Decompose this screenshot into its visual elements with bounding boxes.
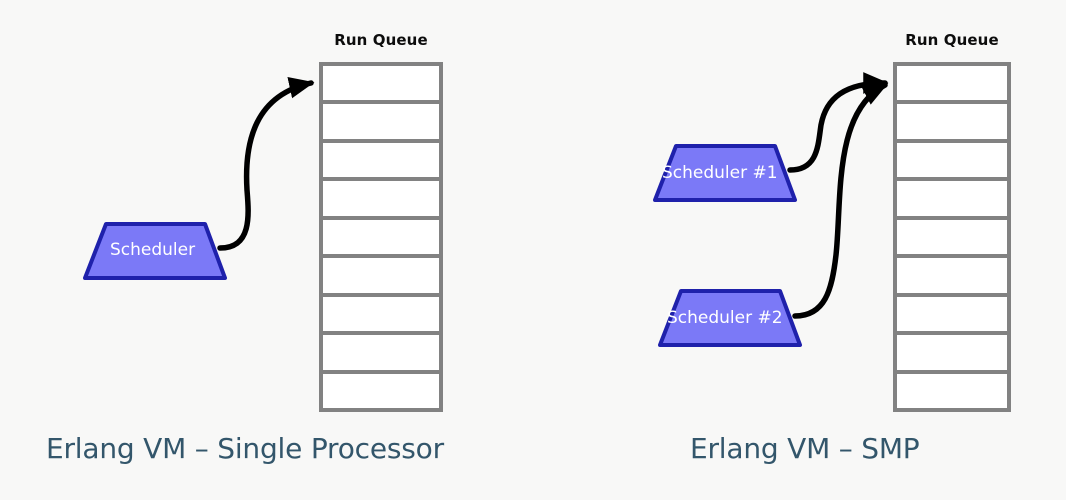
run-queue-right (893, 62, 1011, 412)
run-queue-right-cell-6 (897, 258, 1007, 293)
arrow-scheduler-to-queue-left (217, 77, 315, 251)
run-queue-title-right: Run Queue (905, 31, 999, 49)
run-queue-left-cell-7 (323, 296, 439, 332)
arrow-scheduler1-to-queue (787, 72, 889, 173)
run-queue-right-cell-7 (897, 296, 1007, 332)
arrow-scheduler2-to-queue (792, 82, 889, 319)
scheduler-single-shape[interactable] (83, 222, 227, 280)
run-queue-left-cell-4 (323, 181, 439, 216)
caption-single-processor: Erlang VM – Single Processor (46, 432, 444, 465)
run-queue-right-cell-4 (897, 181, 1007, 216)
run-queue-right-cell-1 (897, 66, 1007, 101)
run-queue-right-cell-2 (897, 104, 1007, 139)
run-queue-right-cell-5 (897, 219, 1007, 255)
run-queue-left-cell-8 (323, 335, 439, 370)
scheduler-2-shape[interactable] (658, 289, 802, 347)
scheduler-1-shape[interactable] (653, 144, 797, 202)
run-queue-right-cell-8 (897, 335, 1007, 370)
run-queue-left-cell-5 (323, 219, 439, 255)
run-queue-left-cell-1 (323, 66, 439, 101)
run-queue-title-left: Run Queue (334, 31, 428, 49)
caption-smp: Erlang VM – SMP (690, 432, 920, 465)
run-queue-right-cell-9 (897, 373, 1007, 408)
run-queue-left-cell-6 (323, 258, 439, 293)
run-queue-right-cell-3 (897, 142, 1007, 178)
run-queue-left (319, 62, 443, 412)
run-queue-left-cell-3 (323, 142, 439, 178)
run-queue-left-cell-2 (323, 104, 439, 139)
run-queue-left-cell-9 (323, 373, 439, 408)
